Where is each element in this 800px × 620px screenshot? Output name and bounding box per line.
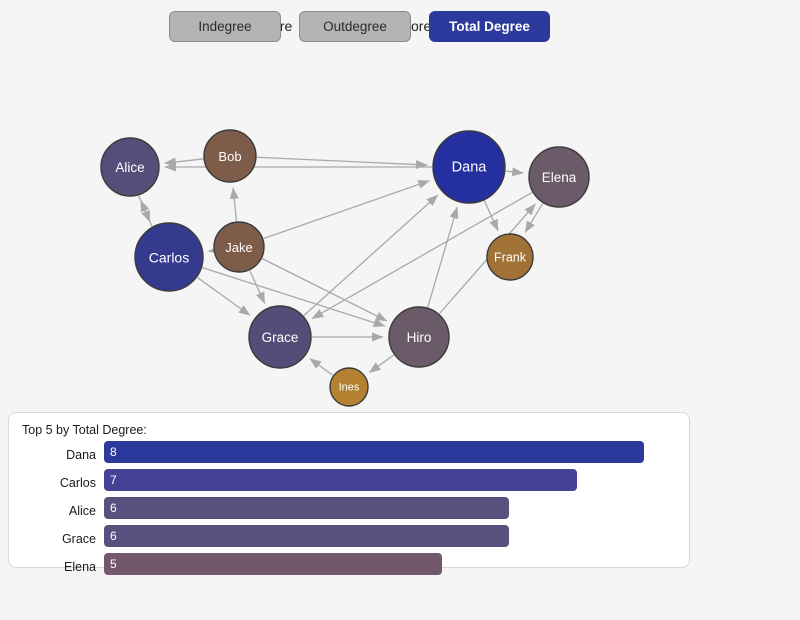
graph-edge [261,258,388,322]
node-label: Alice [115,160,144,175]
node-label: Grace [262,330,299,345]
degree-mode-toolbar: gre ore Indegree Outdegree Total Degree [0,0,800,52]
graph-edge [207,245,221,255]
rank-bar: 6 [104,497,509,519]
graph-edge [427,206,459,308]
rank-row-label: Elena [64,560,96,574]
node-circle[interactable] [134,222,204,292]
graph-edge [256,156,428,170]
graph-edge [202,267,386,327]
node-label: Frank [494,251,527,265]
node-circle[interactable] [388,306,450,368]
graph-edge [368,354,395,373]
occluded-label-right: ore [411,18,432,34]
node-circle[interactable] [486,233,534,281]
total-degree-button[interactable]: Total Degree [429,11,550,42]
rank-bar-value: 7 [110,473,117,487]
graph-edge [303,194,439,317]
graph-node-frank[interactable]: Frank [486,233,534,281]
rank-row-label: Dana [66,448,96,462]
graph-edge [524,203,544,233]
rank-bar: 6 [104,525,509,547]
graph-node-alice[interactable]: Alice [100,137,160,197]
graph-edge [197,276,251,316]
node-label: Dana [452,160,488,176]
node-label: Bob [218,149,241,164]
rank-bar-value: 6 [110,501,117,515]
graph-edge [309,358,334,376]
outdegree-button[interactable]: Outdegree [299,11,411,42]
rank-row: Elena 5 [0,553,800,581]
rank-bar-value: 5 [110,557,117,571]
rank-row-label: Grace [61,532,96,546]
panel-title: Top 5 by Total Degree: [22,423,147,437]
rank-bar-value: 6 [110,529,117,543]
rank-bar: 7 [104,469,577,491]
graph-node-elena[interactable]: Elena [528,146,590,208]
rank-bar: 5 [104,553,442,575]
rank-row: Grace 6 [0,525,800,553]
node-circle[interactable] [528,146,590,208]
graph-node-jake[interactable]: Jake [213,221,265,273]
graph-node-hiro[interactable]: Hiro [388,306,450,368]
graph-edge [249,270,266,304]
rank-bar: 8 [104,441,644,463]
graph-edge [505,167,524,177]
graph-edge [263,180,430,240]
node-circle[interactable] [329,367,369,407]
node-circle[interactable] [213,221,265,273]
graph-edge [229,187,239,222]
graph-node-ines[interactable]: Ines [329,367,369,407]
rank-bar-value: 8 [110,445,117,459]
graph-node-grace[interactable]: Grace [248,305,312,369]
graph-node-bob[interactable]: Bob [203,129,257,183]
rank-row-label: Alice [68,504,96,518]
node-label: Carlos [149,250,189,266]
node-circle[interactable] [432,130,506,204]
indegree-button[interactable]: Indegree [169,11,281,42]
rank-row: Dana 8 [0,441,800,469]
node-circle[interactable] [100,137,160,197]
graph-node-dana[interactable]: Dana [432,130,506,204]
node-circle[interactable] [248,305,312,369]
rank-row: Alice 6 [0,497,800,525]
rank-row-label: Carlos [59,476,96,490]
graph-edge [164,157,204,167]
node-label: Jake [225,240,252,255]
node-label: Hiro [407,330,432,345]
rank-row: Carlos 7 [0,469,800,497]
node-label: Elena [542,170,577,185]
graph-edge [311,191,533,320]
node-circle[interactable] [203,129,257,183]
graph-node-carlos[interactable]: Carlos [134,222,204,292]
node-label: Ines [339,382,360,394]
graph-edge [140,199,153,227]
